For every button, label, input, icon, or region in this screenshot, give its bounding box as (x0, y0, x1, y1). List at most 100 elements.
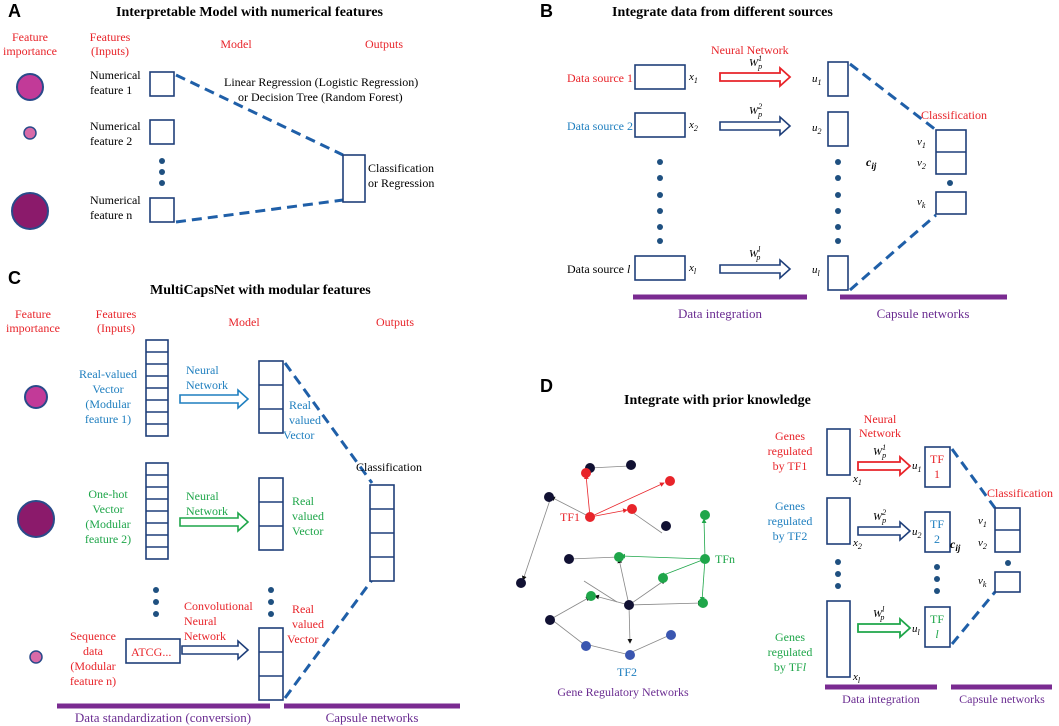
rvv3-line2: valued (292, 617, 324, 631)
xl-label: xl (688, 262, 697, 276)
feature-n-box (149, 197, 175, 223)
panel-c-letter: C (8, 268, 21, 288)
data-source-1-label: Data source 1 (567, 71, 633, 85)
sequence-line2: data (83, 644, 104, 658)
panel-d-letter: D (540, 376, 553, 396)
genes-tfl-line3: by TFl (774, 660, 807, 674)
arrow-nn2 (179, 511, 250, 533)
tfl-capsule-line2: l (935, 627, 939, 641)
x2-label: x2 (852, 537, 862, 551)
numerical-feature-1-line1: Numerical (90, 68, 141, 82)
outputs-header: Outputs (376, 315, 414, 329)
nn1-line2: Network (186, 378, 228, 392)
classification-label: Classification (921, 108, 987, 122)
output-text-line2: or Regression (368, 176, 434, 190)
capsule-tfl (924, 606, 951, 648)
genes-tfl-line2: regulated (768, 645, 813, 659)
feature-2-box (149, 119, 175, 145)
arrow-w2 (857, 520, 912, 542)
output-capsule-vk (935, 191, 967, 215)
model-text-line2: or Decision Tree (Random Forest) (238, 90, 403, 104)
one-hot-line1: One-hot (88, 487, 128, 501)
dashed-connector (849, 213, 937, 292)
v2-label: v2 (978, 537, 987, 551)
rvv3-line1: Real (292, 602, 315, 616)
model-stack-1 (258, 360, 284, 434)
panel-a-title: Interpretable Model with numerical featu… (116, 5, 384, 20)
rvv3-line3: Vector (287, 632, 318, 646)
output-text-line1: Classification (368, 161, 434, 175)
feature-importance-header-line2: importance (3, 44, 57, 58)
real-valued-line3: (Modular (85, 397, 130, 411)
dashed-connector (175, 198, 344, 224)
arrow-w2 (719, 115, 792, 137)
sequence-line3: (Modular (70, 659, 115, 673)
ul-label: ul (812, 264, 821, 278)
capsule-networks-label: Capsule networks (326, 710, 419, 725)
nn1-line1: Neural (186, 363, 219, 377)
ellipsis-dot (947, 180, 953, 186)
numerical-feature-2-line1: Numerical (90, 119, 141, 133)
dashed-connector (283, 579, 374, 699)
output-stack (369, 484, 395, 582)
vk-label: vk (917, 196, 926, 210)
panel-b-title: Integrate data from different sources (612, 5, 833, 20)
source-l-box (634, 255, 686, 281)
panel-a: A Interpretable Model with numerical fea… (3, 1, 434, 230)
ellipsis-dot (159, 180, 165, 186)
rvv2-line3: Vector (292, 524, 323, 538)
genes-tf2-line2: regulated (768, 514, 813, 528)
feature-importance-header-line1: Feature (12, 30, 48, 44)
genes-tf2-line3: by TF2 (773, 529, 808, 543)
tf2-capsule-line1: TF (930, 517, 944, 531)
model-header: Model (228, 315, 260, 329)
outputs-header: Outputs (365, 37, 403, 51)
vk-label: vk (978, 575, 987, 589)
rvv2-line1: Real (292, 494, 315, 508)
importance-circle-2 (17, 500, 55, 538)
nn2-line2: Network (186, 504, 228, 518)
x2-label: x2 (688, 119, 698, 133)
data-integration-label: Data integration (842, 692, 920, 706)
cij-label: cij (950, 537, 961, 553)
ellipsis-dot (159, 169, 165, 175)
cnn-line1: Convolutional (184, 599, 253, 613)
input-stack-1 (145, 339, 169, 437)
capsule-networks-label: Capsule networks (877, 306, 970, 321)
feature-1-box (149, 71, 175, 97)
v2-label: v2 (917, 157, 926, 171)
neural-network-line2: Network (859, 426, 901, 440)
model-text-line1: Linear Regression (Logistic Regression) (224, 75, 418, 89)
panel-b: B Integrate data from different sources … (540, 1, 1007, 321)
capsule-ul (827, 255, 849, 291)
panel-a-letter: A (8, 1, 21, 21)
one-hot-line3: (Modular (85, 517, 130, 531)
cnn-line2: Neural (184, 614, 217, 628)
real-valued-line1: Real-valued (79, 367, 137, 381)
arrow-w1 (719, 65, 792, 89)
model-stack-3 (258, 627, 284, 701)
importance-circle-n (29, 650, 43, 664)
importance-circle-1 (16, 73, 44, 101)
arrow-wl (857, 616, 912, 640)
tfn-node-label: TFn (715, 552, 735, 566)
tf2-capsule-line2: 2 (934, 532, 940, 546)
u2-label: u2 (812, 122, 822, 136)
x1-label: x1 (688, 71, 698, 85)
source-2-box (634, 112, 686, 138)
one-hot-line4: feature 2) (85, 532, 131, 546)
feature-importance-header-line1: Feature (15, 307, 51, 321)
dashed-connector (950, 448, 997, 509)
arrow-wl (719, 258, 792, 280)
neural-network-label: Neural Network (711, 43, 789, 57)
atcg-label: ATCG... (131, 645, 171, 659)
classification-label: Classification (987, 486, 1053, 500)
x1-label: x1 (852, 473, 862, 487)
numerical-feature-n-line1: Numerical (90, 193, 141, 207)
features-header-line2: (Inputs) (97, 321, 135, 335)
dashed-connector (849, 62, 937, 132)
rvv2-line2: valued (292, 509, 324, 523)
